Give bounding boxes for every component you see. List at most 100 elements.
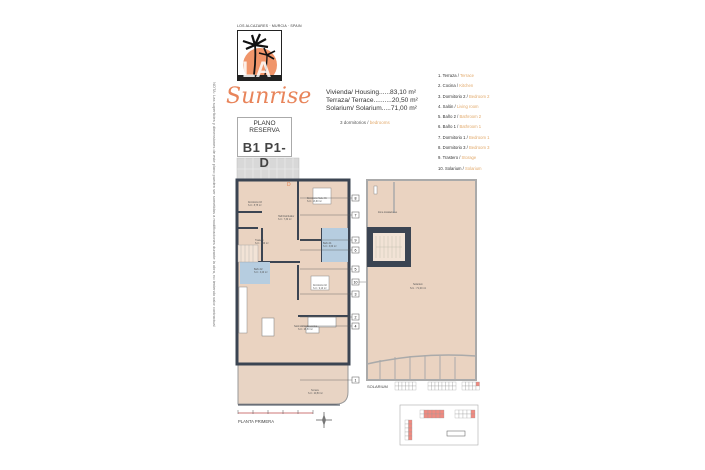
callout-5: 5 [300, 265, 360, 273]
legend-item: 5. Baño 2 / Bathroom 2 [438, 114, 489, 124]
unit-code: B1 P1-D [242, 140, 287, 170]
brand-name: Sunrise [226, 84, 312, 109]
key-unit [461, 385, 466, 391]
legend-item: 3. Dormitorio 2 / Bedroom 2 [438, 94, 489, 104]
callout-2: 2 [300, 313, 360, 321]
key-unit [466, 409, 472, 415]
bedrooms-es: 3 dormitorios / [340, 120, 370, 125]
key-unit [454, 409, 460, 415]
legend-en: Bathroom 2 [459, 114, 482, 120]
legend-es: Cocina / [442, 83, 460, 89]
key-unit [427, 409, 433, 415]
legend-number: 6. [438, 124, 442, 130]
svg-text:Zona instalaciones: Zona instalaciones [378, 211, 398, 214]
svg-text:S.U.: 3,60 m²: S.U.: 3,60 m² [323, 245, 337, 248]
key-unit [462, 409, 468, 415]
callout-4: 4 [300, 322, 360, 330]
key-unit [445, 381, 450, 387]
key-unit [419, 413, 425, 419]
legend-number: 7. [438, 134, 442, 140]
legend-number: 5. [438, 114, 442, 120]
svg-text:Dormitorio 03: Dormitorio 03 [248, 201, 263, 204]
svg-text:Baño 02: Baño 02 [254, 268, 263, 271]
key-unit [435, 413, 441, 419]
svg-text:1: 1 [355, 379, 357, 383]
legend-number: 2. [438, 83, 442, 89]
key-unit [408, 435, 413, 441]
key-unit [434, 381, 439, 387]
legend-item: 9. Trastero / Storage [438, 155, 489, 165]
svg-text:Hall Distribuidor: Hall Distribuidor [278, 215, 294, 218]
key-unit [401, 381, 406, 387]
location-tag: LOS ALCAZARES · MURCIA · SPAIN [237, 24, 302, 28]
key-unit [438, 385, 443, 391]
key-unit [405, 381, 410, 387]
room-labels: Dormitorio 03S.U.: 8,75 m² Dormitorio Su… [248, 197, 337, 395]
legend-en: Living room [456, 103, 479, 109]
svg-text:Trastero: Trastero [255, 239, 264, 242]
svg-text:7: 7 [355, 214, 357, 218]
key-unit [439, 413, 445, 419]
legend-en: Bedroom 1 [468, 134, 490, 140]
callout-6: 6 [300, 246, 360, 254]
key-unit [465, 385, 470, 391]
svg-text:6: 6 [355, 249, 357, 253]
key-unit [427, 381, 432, 387]
legend-en: Terrace [459, 73, 474, 78]
legend-item: 6. Baño 1 / Bathroom 1 [438, 124, 489, 134]
svg-text:S.U.: 71,00 m²: S.U.: 71,00 m² [410, 287, 426, 290]
key-unit [404, 423, 409, 429]
callout-3: 3 [300, 290, 360, 298]
key-unit [452, 385, 457, 391]
legend-es: Solarium / [445, 165, 466, 171]
key-unit [470, 409, 476, 415]
legend-item: 1. Terraza / Terrace [438, 73, 489, 83]
key-unit [461, 381, 466, 387]
legend-item: 8. Dormitorio 3 / Bedroom 3 [438, 145, 489, 155]
legend-item: 2. Cocina / Kitchen [438, 83, 489, 93]
area-summary: Vivienda/ Housing......83,10 m² Terraza/… [326, 89, 418, 113]
key-unit [423, 413, 429, 419]
legend-en: Solarium [465, 165, 482, 171]
svg-text:S.U.: 8,75 m²: S.U.: 8,75 m² [248, 204, 262, 207]
bedrooms-en: bedrooms [369, 120, 390, 125]
key-unit [475, 381, 480, 387]
key-unit [470, 413, 476, 419]
svg-text:5: 5 [355, 268, 357, 272]
svg-text:4: 4 [355, 325, 357, 329]
key-unit [408, 419, 413, 425]
legend-item: 10. Solarium / Solarium [438, 166, 489, 176]
key-unit [394, 381, 399, 387]
upper-terrace-hatch [236, 157, 300, 181]
key-unit [448, 385, 453, 391]
svg-text:S.U.: 9,10 m²: S.U.: 9,10 m² [313, 287, 327, 290]
legend-en: Bathroom 1 [459, 124, 482, 130]
plan-reservation-box: PLANO RESERVA B1 P1-D [237, 117, 292, 170]
key-unit [465, 381, 470, 387]
svg-text:9: 9 [355, 239, 357, 243]
key-unit [398, 381, 403, 387]
key-unit [431, 381, 436, 387]
key-unit [412, 385, 417, 391]
key-unit [472, 385, 477, 391]
svg-text:Solarium: Solarium [413, 283, 423, 286]
key-unit [472, 381, 477, 387]
key-unit [394, 385, 399, 391]
key-unit [458, 413, 464, 419]
key-unit [468, 385, 473, 391]
key-unit [468, 381, 473, 387]
svg-text:2: 2 [355, 316, 357, 320]
plan-title: PLANO RESERVA [249, 120, 280, 134]
legend-es: Salón / [442, 103, 457, 109]
key-unit [475, 385, 480, 391]
disclaimer-note: NOTA: Las superficies y dimensiones de e… [212, 82, 217, 327]
legend-number: 9. [438, 155, 442, 161]
key-unit [441, 385, 446, 391]
solarium-area: Solarium/ Solarium.....71,00 m² [326, 105, 417, 112]
key-unit [458, 409, 464, 415]
key-unit [419, 409, 425, 415]
key-unit [404, 419, 409, 425]
key-unit [431, 413, 437, 419]
